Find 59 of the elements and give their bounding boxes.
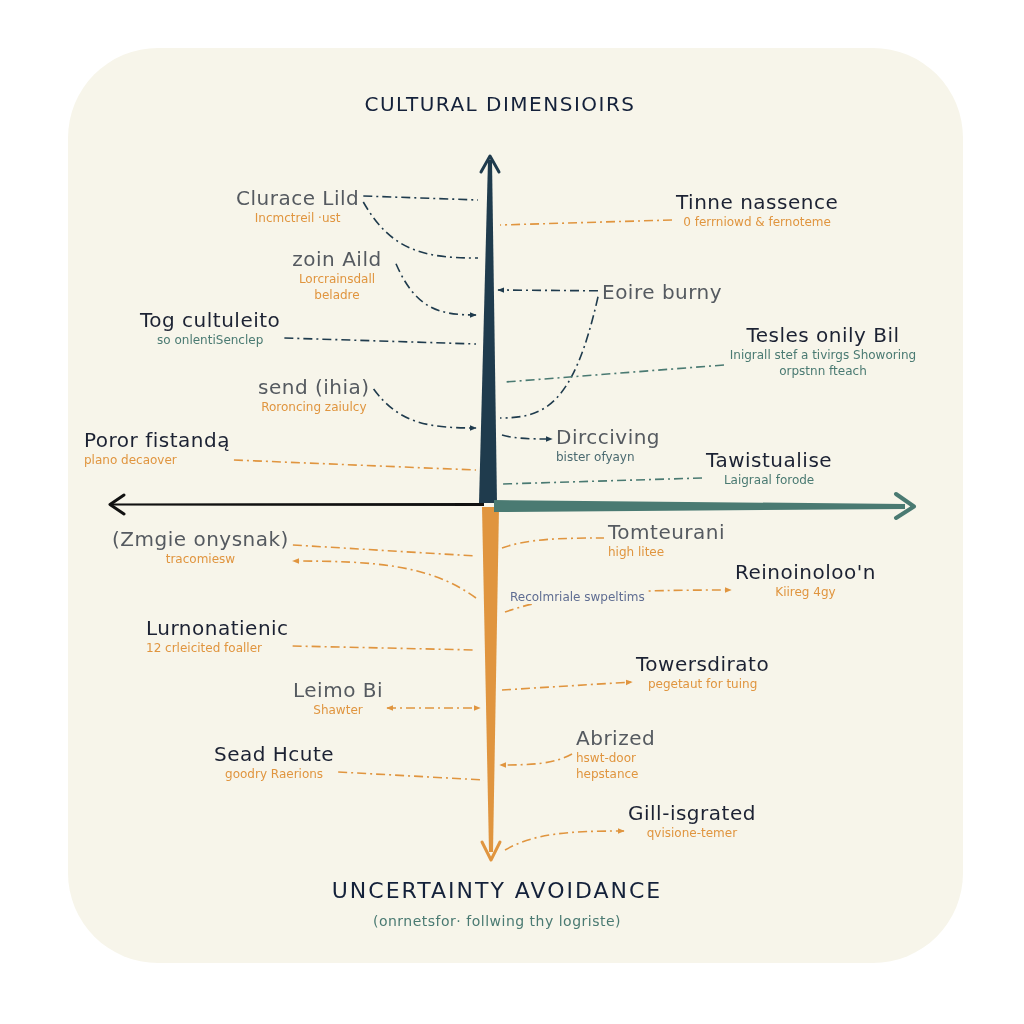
leader-line (386, 705, 481, 711)
dimension-heading: send (ihia) (258, 375, 370, 399)
dimension-heading: Tawistualise (706, 448, 833, 472)
axis-label: UNCERTAINTY AVOIDANCE (330, 878, 664, 903)
leader-line (501, 537, 605, 549)
dimension-heading: Poror fistandą (84, 428, 230, 452)
dimension-note: Lorcrainsdall beladre (297, 271, 377, 303)
dimension-heading: Clurace Lild (236, 186, 360, 210)
dimension-heading: zoin Aild (291, 247, 383, 271)
dimension-heading: Tomteurani (608, 520, 726, 544)
dimension-heading: Dircciving (556, 425, 661, 449)
dimension-heading: Reinoinoloo'n (735, 560, 876, 584)
dimension-note: so onlentiSenclep (156, 332, 265, 348)
diagram-title: CULTURAL DIMENSIOIRS (363, 92, 637, 116)
dimension-note: tracomiesw (164, 551, 237, 567)
dimension-note: Laigraal forode (722, 472, 816, 488)
dimension-note: 0 ferrniowd & fernoteme (682, 214, 832, 230)
dimension-note: goodry Raerions (224, 766, 325, 782)
dimension-heading: Tinne nassence (676, 190, 839, 214)
dimension-heading: Abrized (576, 726, 656, 750)
dimension-note: Inigrall stef a tivirgs Showoring orpstnn fteach (728, 347, 918, 379)
leader-line (499, 296, 599, 419)
leader-line (362, 201, 479, 259)
dimension-heading: Eoire burny (602, 280, 723, 304)
leader-line (497, 287, 599, 293)
dimension-note: hswt-door hepstance (576, 750, 640, 782)
leader-line (501, 477, 703, 485)
dimension-note: Shawter (312, 702, 364, 718)
dimension-note: Roroncing zaiulcy (260, 399, 368, 415)
dimension-heading: Gill-isgrated (628, 801, 756, 825)
axis-subtitle: (onrnetsfor· follwing thy logriste) (371, 913, 623, 929)
leader-line (499, 753, 573, 768)
leader-line (292, 558, 477, 599)
dimension-heading: Lurnonatienic (146, 616, 289, 640)
dimension-note: plano decaover (84, 452, 178, 468)
leader-line (362, 195, 479, 201)
leader-line (283, 337, 477, 345)
dimension-heading: Sead Hcute (214, 742, 335, 766)
edge-label: Recolmriale swpeltims (508, 590, 647, 604)
dimension-note: 12 crleicited foaller (146, 640, 264, 656)
leader-line (372, 388, 477, 431)
dimension-note: Kiireg 4gy (774, 584, 837, 600)
dimension-note: Incmctreil ·ust (253, 210, 342, 226)
leader-line (504, 364, 725, 383)
leader-line (233, 459, 477, 471)
leader-line (499, 219, 673, 226)
dimension-heading: Towersdirato (636, 652, 770, 676)
dimension-heading: Leimo Bi (293, 678, 383, 702)
dimension-heading: (Zmgie onysnak) (112, 527, 289, 551)
leader-line (504, 828, 625, 851)
leader-line (501, 679, 633, 691)
dimension-note: bister ofyayn (556, 449, 636, 465)
dimension-note: qvisione-temer (645, 825, 739, 841)
leader-line (501, 434, 553, 442)
leader-line (395, 263, 477, 318)
dimension-heading: Tesles onily Bil (745, 323, 901, 347)
dimension-note: high litee (608, 544, 666, 560)
dimension-note: pegetaut for tuing (646, 676, 759, 692)
dimension-heading: Tog cultuleito (140, 308, 281, 332)
